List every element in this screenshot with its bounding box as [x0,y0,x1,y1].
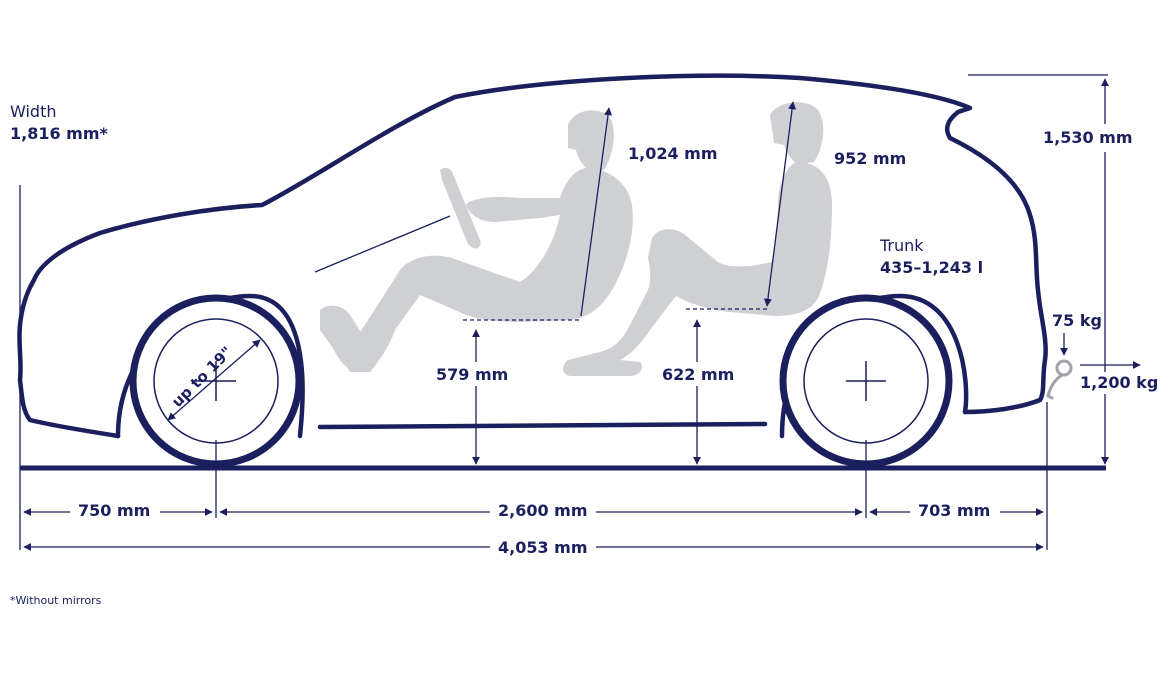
passenger-silhouettes [320,102,832,376]
front-overhang-value: 750 mm [78,501,150,520]
wheel-diameter-line [167,339,261,421]
footnote: *Without mirrors [10,594,102,607]
tow-hitch [1046,359,1073,400]
seat-height-rear-value: 622 mm [662,365,734,384]
vertical-load-value: 75 kg [1052,311,1102,330]
side-sill [317,421,768,430]
seat-height-front-value: 579 mm [436,365,508,384]
rear-wheel [779,294,953,468]
headroom-rear-line [763,101,797,307]
overall-length-value: 4,053 mm [498,538,588,557]
height-value: 1,530 mm [1043,128,1133,147]
headroom-front-line [580,107,613,317]
front-wheel [129,294,303,468]
headroom-rear-value: 952 mm [834,149,906,168]
trunk-value: 435–1,243 l [880,258,983,277]
wheelbase-value: 2,600 mm [498,501,588,520]
towing-capacity-value: 1,200 kg [1080,373,1158,392]
width-value: 1,816 mm* [10,124,109,143]
driver-silhouette [320,110,633,372]
headroom-front-value: 1,024 mm [628,144,718,163]
trunk-label: Trunk [879,236,924,255]
rear-overhang-value: 703 mm [918,501,990,520]
width-label: Width [10,102,56,121]
